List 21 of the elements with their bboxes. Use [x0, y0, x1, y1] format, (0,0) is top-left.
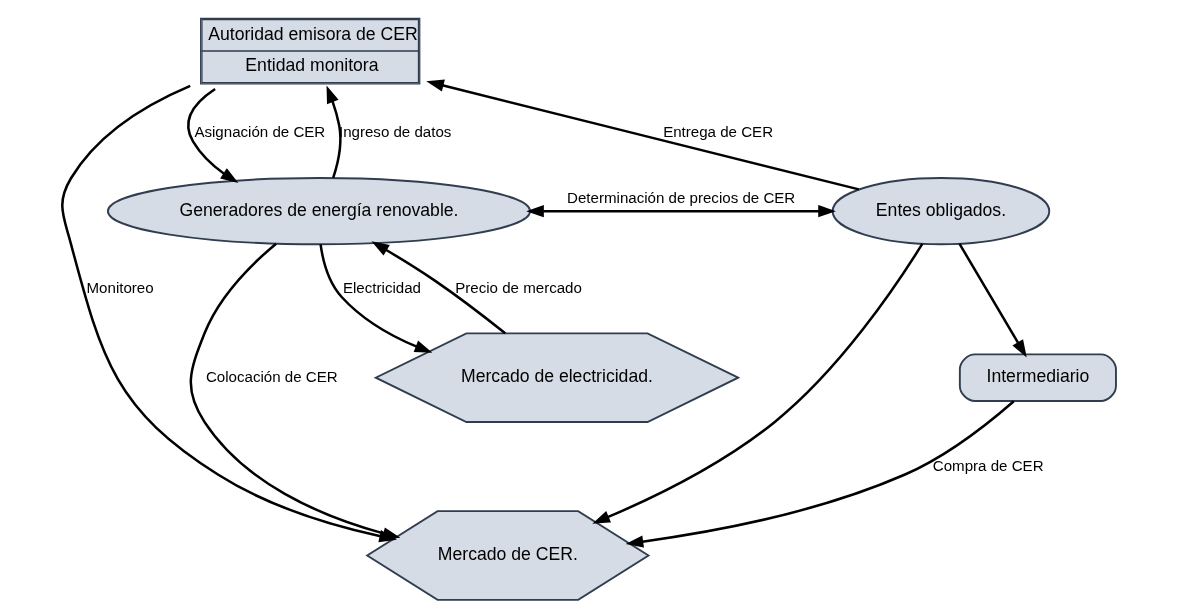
edge-label: Precio de mercado — [454, 278, 582, 296]
arrow — [591, 243, 923, 524]
arrow — [525, 205, 836, 218]
edge-label: Colocación de CER — [205, 367, 338, 385]
node-ellipse: Generadores de energía renovable. — [106, 177, 531, 246]
edge-label: Monitoreo — [86, 278, 154, 296]
edge-label: Electricidad — [342, 278, 421, 296]
arrow — [189, 242, 400, 540]
arrow — [186, 87, 238, 183]
arrow — [370, 241, 506, 335]
node-box: Intermediario — [958, 353, 1117, 402]
edge-label: Entrega de CER — [662, 123, 773, 141]
arrow — [318, 244, 432, 353]
edge-label: Compra de CER — [932, 456, 1044, 474]
arrow — [425, 79, 859, 191]
arrow — [625, 400, 1015, 548]
arrow — [326, 85, 342, 179]
arrow — [957, 243, 1027, 358]
node-ellipse: Entes obligados. — [831, 177, 1050, 246]
edge-label: Asignación de CER — [193, 123, 325, 141]
edge-label: Determinación de precios de CER — [566, 189, 795, 207]
